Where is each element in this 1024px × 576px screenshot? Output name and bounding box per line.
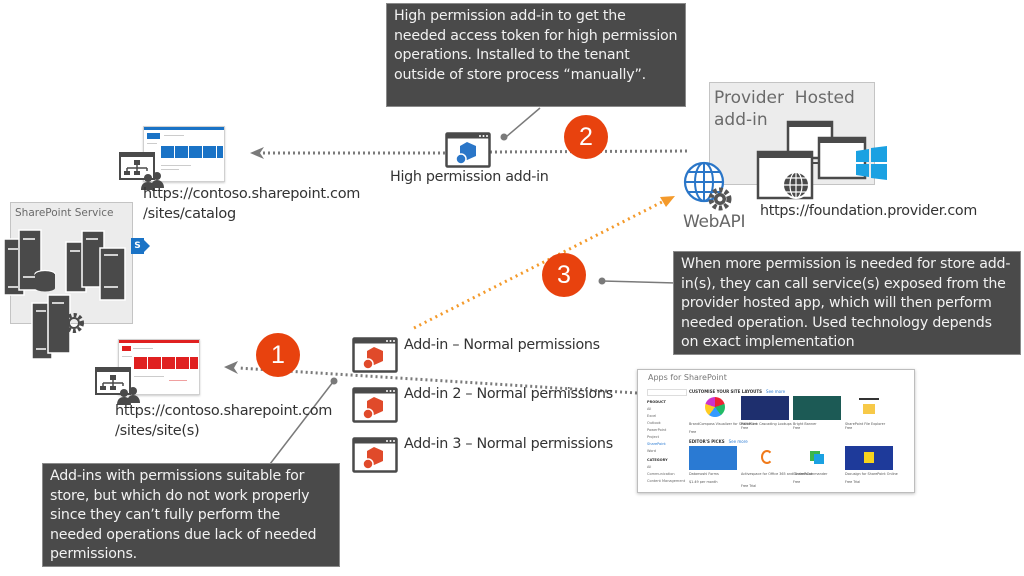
store-product-heading: PRODUCT (647, 400, 666, 404)
leader-dot-1 (330, 377, 338, 385)
store-app-name: ContentCommander (793, 472, 828, 476)
normal-url-line1: https://contoso.sharepoint.com (115, 403, 333, 419)
app-logo-icon (864, 452, 874, 463)
store-app-name: PiKKoCom Cascading Lookups (741, 422, 792, 426)
store-app-price: Free (793, 480, 801, 484)
store-app-price: Free (741, 426, 749, 430)
store-app-price: Free (793, 426, 801, 430)
step-badge-2: 2 (564, 115, 608, 159)
leader-note1 (269, 381, 334, 465)
store-title: Apps for SharePoint (648, 373, 727, 382)
provider-url[interactable]: https://foundation.provider.com (760, 203, 977, 219)
store-product-item[interactable]: All (647, 407, 652, 411)
store-app-name: SharePoint File Explorer (845, 422, 886, 426)
store-app-tile[interactable] (845, 446, 893, 470)
store-app-price: Free Trial (741, 484, 757, 488)
store-app-tile[interactable] (845, 396, 893, 420)
addin-2-label: Add-in 2 – Normal permissions (404, 386, 613, 402)
store-product-item[interactable]: Outlook (647, 421, 661, 425)
store-app-name: Datamoshi Forms (689, 472, 719, 476)
store-product-item[interactable]: Word (647, 449, 656, 453)
arrowhead-to-catalog (250, 147, 264, 159)
store-app-tile[interactable] (741, 446, 789, 470)
store-category-heading: CATEGORY (647, 458, 668, 462)
sharepoint-logo-letter: S (134, 241, 141, 251)
sharepoint-service-title: SharePoint Service (15, 207, 114, 219)
high-permission-addin-icon[interactable] (445, 132, 491, 168)
normal-site-url[interactable]: https://contoso.sharepoint.com /sites/si… (115, 401, 332, 441)
catalog-url-line1: https://contoso.sharepoint.com (143, 186, 361, 202)
store-app-price: Free Trial (845, 480, 861, 484)
addin-3-icon[interactable] (352, 437, 398, 473)
normal-url-line2: /sites/site(s) (115, 423, 200, 439)
store-app-tile[interactable] (793, 446, 841, 470)
normal-site-thumbnail (118, 339, 200, 395)
store-app-tile[interactable] (689, 446, 737, 470)
addin-1-label: Add-in – Normal permissions (404, 337, 600, 353)
provider-title-line1: Provider Hosted (714, 88, 855, 108)
note-high-permission: High permission add-in to get the needed… (386, 3, 686, 107)
store-app-price: $1.49 per month (689, 480, 718, 484)
high-permission-addin-label: High permission add-in (390, 169, 549, 185)
store-category-item[interactable]: Communication (647, 472, 675, 476)
store-app-name: Bright Banner (793, 422, 817, 426)
site-hierarchy-icon-catalog (119, 152, 164, 190)
dotted-line-provider-to-high-addin (489, 149, 689, 154)
app-logo-icon (863, 404, 875, 414)
webapi-label: WebAPI (683, 212, 746, 232)
note-normal-addins: Add-ins with permissions suitable for st… (42, 463, 340, 567)
leader-dot-3 (598, 277, 606, 285)
store-product-item[interactable]: Excel (647, 414, 657, 418)
webapi-globe-icon (683, 161, 732, 211)
orange-arrowhead (660, 196, 675, 207)
sharepoint-logo-icon: S (131, 238, 144, 254)
sharepoint-logo-dots (144, 240, 150, 252)
leader-note3 (601, 280, 677, 284)
arrowhead-to-site (224, 361, 238, 374)
addin-3-label: Add-in 3 – Normal permissions (404, 436, 613, 452)
catalog-site-url[interactable]: https://contoso.sharepoint.com /sites/ca… (143, 184, 360, 224)
store-see-more-link[interactable]: See more (728, 439, 748, 444)
store-app-price: Free (689, 430, 697, 434)
apps-for-sharepoint-store[interactable]: Apps for SharePoint PRODUCT All Excel Ou… (637, 369, 915, 493)
store-section-title-text: EDITOR'S PICKS (689, 439, 725, 444)
orange-flow-to-webapi (413, 199, 665, 330)
leader-dot-high (500, 133, 508, 141)
store-app-price: Free (845, 426, 853, 430)
addin-2-icon[interactable] (352, 387, 398, 423)
store-search-input[interactable] (647, 389, 687, 396)
app-logo-icon (859, 398, 879, 400)
store-app-name: Docusign for SharePoint Online (845, 472, 898, 476)
leader-high-note (505, 107, 541, 138)
store-category-item[interactable]: Content Management (647, 479, 686, 483)
store-app-tile[interactable] (793, 396, 841, 420)
store-app-name: Activespace for Office 365 and SharePoin… (741, 472, 813, 476)
addin-1-icon[interactable] (352, 337, 398, 373)
store-section-title-text: CUSTOMISE YOUR SITE LAYOUTS (689, 389, 763, 394)
app-logo-icon (761, 450, 773, 464)
site-hierarchy-icon-normal (95, 367, 140, 405)
step-badge-1: 1 (256, 333, 300, 377)
dotted-line-store-to-site (237, 366, 638, 395)
step-badge-3: 3 (542, 253, 586, 297)
store-see-more-link[interactable]: See more (766, 389, 786, 394)
server-farm-icon (3, 229, 126, 360)
store-app-tile[interactable] (741, 396, 789, 420)
store-product-item-selected[interactable]: SharePoint (647, 442, 666, 446)
store-product-item[interactable]: PowerPoint (647, 428, 667, 432)
store-product-item[interactable]: Project (647, 435, 659, 439)
provider-windows-icon (756, 120, 887, 200)
store-app-name: BrandCompass Visualizer for SharePoint (689, 422, 758, 426)
note-more-permission: When more permission is needed for store… (673, 251, 1021, 355)
store-app-tile[interactable] (689, 396, 737, 420)
provider-hosted-title: Provider Hosted add-in (714, 87, 855, 131)
store-category-item[interactable]: All (647, 465, 652, 469)
provider-title-line2: add-in (714, 110, 768, 130)
catalog-url-line2: /sites/catalog (143, 206, 236, 222)
app-logo-icon (705, 397, 725, 417)
app-logo-icon (814, 454, 824, 464)
